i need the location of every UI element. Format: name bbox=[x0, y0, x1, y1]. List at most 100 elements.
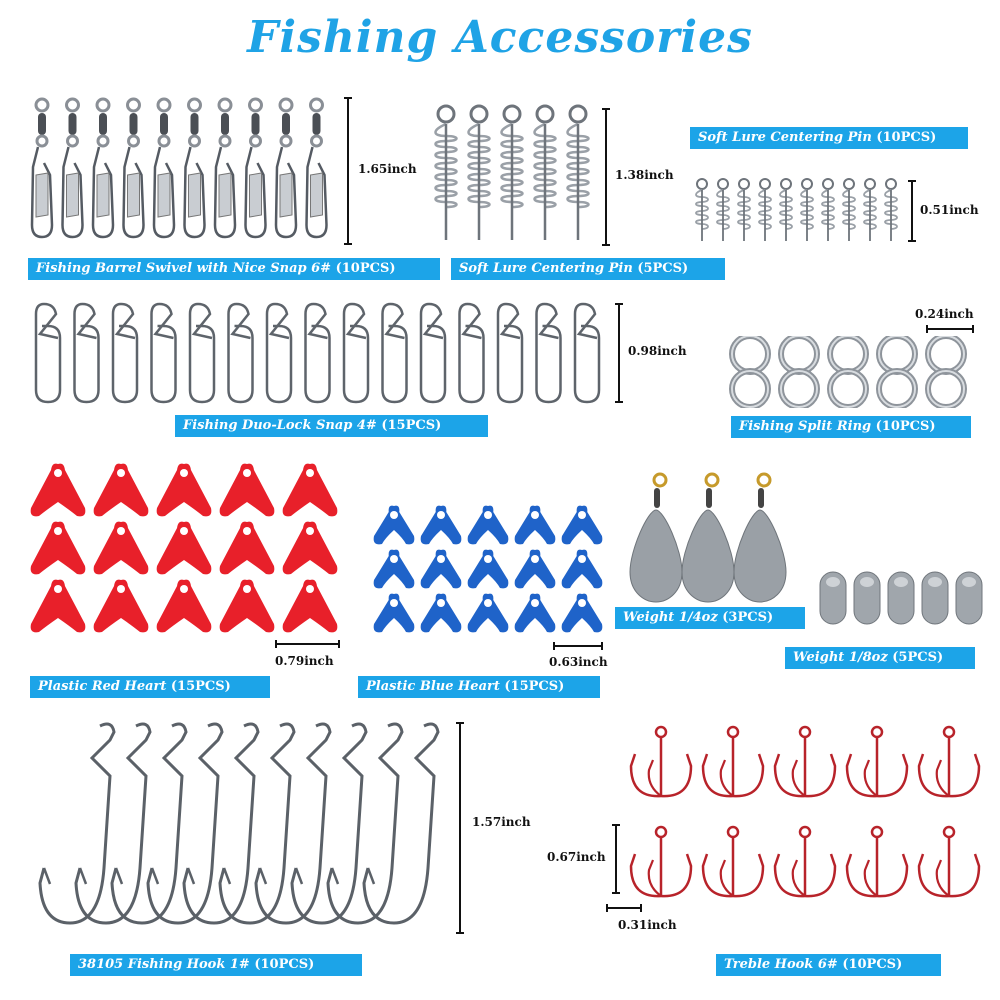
split-ring-item bbox=[729, 336, 771, 375]
swivel-item bbox=[152, 97, 176, 239]
duolock-item bbox=[535, 302, 562, 404]
swivel-dimension-bar bbox=[344, 97, 352, 245]
fishing-hook-item bbox=[218, 722, 296, 925]
fishing-hook-item bbox=[74, 722, 152, 925]
treble-hook-item bbox=[629, 825, 693, 898]
treble-hook-item bbox=[701, 825, 765, 898]
duolock-dimension: 0.98inch bbox=[628, 344, 687, 358]
red-heart-item bbox=[156, 579, 212, 633]
centering-pin-item bbox=[500, 104, 524, 240]
red-heart-label: Plastic Red Heart (15PCS) bbox=[30, 676, 270, 698]
fishing-hook-item bbox=[362, 722, 440, 925]
duolock-item bbox=[150, 302, 177, 404]
splitring-label: Fishing Split Ring (10PCS) bbox=[731, 416, 971, 438]
treble-height-dimension: 0.67inch bbox=[547, 850, 606, 864]
duolock-qty: (15PCS) bbox=[381, 418, 442, 433]
treble-hook-item bbox=[845, 725, 909, 798]
treble-label: Treble Hook 6# (10PCS) bbox=[716, 954, 941, 976]
blue-heart-item bbox=[514, 549, 556, 589]
weight-quarter-item bbox=[629, 472, 683, 603]
duolock-snap-image bbox=[34, 302, 601, 404]
duolock-item bbox=[458, 302, 485, 404]
small-centering-pin-item bbox=[800, 178, 814, 241]
treble-width-dimension: 0.31inch bbox=[618, 918, 677, 932]
treble-hook-item bbox=[773, 825, 837, 898]
weight-eighth-image bbox=[819, 571, 983, 625]
fishing-hook-item bbox=[326, 722, 404, 925]
blue-heart-item bbox=[561, 505, 603, 545]
centering-pin-5-image bbox=[434, 104, 590, 240]
blue-heart-item bbox=[514, 505, 556, 545]
barrel-swivel-image bbox=[30, 97, 328, 239]
split-ring-item bbox=[876, 336, 918, 375]
red-heart-qty: (15PCS) bbox=[170, 679, 231, 694]
blue-heart-item bbox=[561, 549, 603, 589]
blue-heart-label-text: Plastic Blue Heart bbox=[366, 679, 500, 694]
centering-pin-item bbox=[434, 104, 458, 240]
treble-hook-item bbox=[917, 825, 981, 898]
blue-heart-item bbox=[373, 505, 415, 545]
split-ring-item bbox=[876, 368, 918, 408]
duolock-item bbox=[188, 302, 216, 404]
blue-heart-item bbox=[467, 505, 509, 545]
weight-quarter-item bbox=[733, 472, 787, 603]
swivel-item bbox=[183, 97, 206, 239]
duolock-dimension-bar bbox=[615, 303, 623, 403]
swivel-item bbox=[30, 97, 54, 239]
treble-hook-item bbox=[701, 725, 765, 798]
small-centering-pin-item bbox=[758, 178, 772, 241]
centering-10-label: Soft Lure Centering Pin (10PCS) bbox=[690, 127, 968, 149]
hook-label: 38105 Fishing Hook 1# (10PCS) bbox=[70, 954, 362, 976]
swivel-label-text: Fishing Barrel Swivel with Nice Snap 6# bbox=[36, 261, 332, 276]
centering-10-dimension-bar bbox=[908, 180, 916, 242]
red-heart-item bbox=[282, 579, 338, 633]
centering-10-qty: (10PCS) bbox=[876, 130, 937, 145]
blue-heart-item bbox=[373, 593, 415, 633]
centering-5-dimension-bar bbox=[602, 108, 610, 246]
hook-qty: (10PCS) bbox=[254, 957, 315, 972]
small-centering-pin-item bbox=[842, 178, 856, 241]
centering-10-dimension: 0.51inch bbox=[920, 203, 979, 217]
centering-pin-10-image bbox=[695, 178, 898, 241]
swivel-item bbox=[213, 97, 237, 239]
splitring-label-text: Fishing Split Ring bbox=[739, 419, 872, 434]
centering-5-label: Soft Lure Centering Pin (5PCS) bbox=[451, 258, 725, 280]
split-ring-item bbox=[778, 336, 820, 375]
split-ring-image bbox=[729, 336, 967, 408]
blue-heart-image bbox=[373, 505, 603, 633]
fishing-hook-item bbox=[254, 722, 332, 925]
fishing-hook-item bbox=[182, 722, 260, 925]
blue-heart-item bbox=[420, 593, 462, 633]
blue-heart-qty: (15PCS) bbox=[504, 679, 565, 694]
swivel-item bbox=[91, 97, 115, 239]
page-title: Fishing Accessories bbox=[247, 12, 753, 63]
duolock-item bbox=[381, 302, 408, 404]
weight-quarter-qty: (3PCS) bbox=[722, 610, 774, 625]
split-ring-item bbox=[827, 368, 869, 408]
fishing-hook-item bbox=[146, 722, 224, 925]
split-ring-item bbox=[729, 368, 771, 408]
small-centering-pin-item bbox=[737, 178, 751, 241]
swivel-item bbox=[274, 97, 298, 239]
weight-eighth-label: Weight 1/8oz (5PCS) bbox=[785, 647, 975, 669]
treble-hook-item bbox=[629, 725, 693, 798]
centering-pin-item bbox=[533, 104, 557, 240]
centering-pin-item bbox=[467, 104, 491, 240]
blue-heart-item bbox=[420, 549, 462, 589]
weight-eighth-item bbox=[887, 571, 915, 625]
duolock-label-text: Fishing Duo-Lock Snap 4# bbox=[183, 418, 377, 433]
blue-heart-item bbox=[467, 549, 509, 589]
swivel-item bbox=[244, 97, 267, 239]
red-heart-image bbox=[30, 463, 338, 633]
treble-hook-item bbox=[773, 725, 837, 798]
blue-heart-item bbox=[514, 593, 556, 633]
hook-dimension: 1.57inch bbox=[472, 815, 531, 829]
duolock-label: Fishing Duo-Lock Snap 4# (15PCS) bbox=[175, 415, 488, 437]
swivel-item bbox=[61, 97, 84, 239]
split-ring-item bbox=[827, 336, 869, 375]
swivel-item bbox=[122, 97, 145, 239]
weight-quarter-item bbox=[681, 472, 735, 603]
duolock-item bbox=[265, 302, 293, 404]
treble-qty: (10PCS) bbox=[842, 957, 903, 972]
blue-heart-item bbox=[467, 593, 509, 633]
